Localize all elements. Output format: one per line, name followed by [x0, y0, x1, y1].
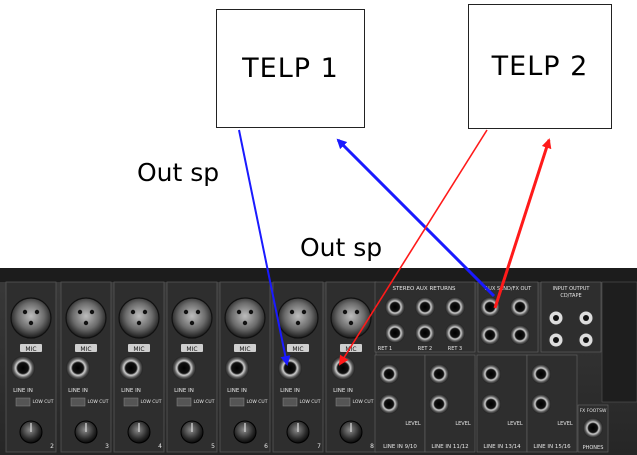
line-jack-icon [531, 364, 551, 384]
arrow-telp2-to-ch8 [338, 129, 488, 366]
telp2-box: TELP 2 [468, 4, 612, 129]
line-in-jack-icon [66, 356, 90, 380]
arrow-aux-to-telp1 [336, 138, 496, 298]
low-cut-label: LOW CUT [33, 399, 54, 405]
low-cut-label: LOW CUT [300, 399, 321, 405]
line-jack-icon [379, 394, 399, 414]
line-in-pair-label: LINE IN 11/12 [431, 444, 468, 450]
xlr-jack-icon [118, 297, 160, 339]
mic-label: MIC [80, 346, 91, 353]
arrow-aux-to-telp2 [493, 138, 552, 309]
line-in-label: LINE IN [174, 388, 194, 394]
level-label: LEVEL [455, 421, 471, 427]
mic-label: MIC [186, 346, 197, 353]
mic-label: MIC [345, 346, 356, 353]
line-jack-icon [481, 394, 501, 414]
channel-number: 8 [370, 443, 374, 450]
line-jack-icon [531, 394, 551, 414]
stereo-aux-returns-label: STEREO AUX RETURNS [392, 286, 456, 292]
xlr-jack-icon [330, 297, 372, 339]
level-label: LEVEL [405, 421, 421, 427]
arrow-telp1-to-ch7 [238, 129, 291, 366]
mic-label: MIC [133, 346, 144, 353]
line-in-pair-label: LINE IN 15/16 [533, 444, 571, 450]
xlr-jack-icon [224, 297, 266, 339]
aux-return-jack-icon [385, 297, 405, 317]
channel-number: 5 [211, 443, 215, 450]
ret3-label: RET 3 [448, 346, 462, 352]
line-jack-icon [429, 364, 449, 384]
xlr-jack-icon [65, 297, 107, 339]
line-in-label: LINE IN [280, 388, 300, 394]
cd-tape-label: CD/TAPE [560, 293, 581, 299]
xlr-jack-icon [10, 297, 52, 339]
telp2-label: TELP 2 [491, 51, 589, 82]
telp1-box: TELP 1 [216, 9, 365, 128]
aux-return-jack-icon [385, 323, 405, 343]
low-cut-label: LOW CUT [353, 399, 374, 405]
channel-number: 4 [158, 443, 162, 450]
line-jack-icon [481, 364, 501, 384]
channel-number: 2 [50, 443, 54, 450]
aux-send-jack-icon [480, 325, 500, 345]
low-cut-label: LOW CUT [194, 399, 215, 405]
mic-label: MIC [25, 346, 36, 353]
line-in-label: LINE IN [121, 388, 141, 394]
mic-label: MIC [292, 346, 303, 353]
aux-send-jack-icon [510, 325, 530, 345]
info-strip [601, 281, 637, 403]
line-in-jack-icon [225, 356, 249, 380]
ret1-label: RET 1 [378, 346, 392, 352]
line-in-jack-icon [172, 356, 196, 380]
channel-number: 7 [317, 443, 321, 450]
aux-return-jack-icon [415, 297, 435, 317]
channel-number: 6 [264, 443, 268, 450]
out-sp-label-mid: Out sp [300, 233, 383, 262]
out-sp-label-left: Out sp [137, 158, 220, 187]
level-label: LEVEL [507, 421, 523, 427]
phones-label: PHONES [583, 445, 604, 451]
mic-label: MIC [239, 346, 250, 353]
aux-return-jack-icon [415, 323, 435, 343]
channel-number: 3 [105, 443, 109, 450]
telp1-label: TELP 1 [242, 53, 339, 84]
ret2-label: RET 2 [418, 346, 432, 352]
line-in-jack-icon [11, 356, 35, 380]
aux-send-label: AUX SEND/FX OUT [485, 286, 532, 292]
line-in-jack-icon [331, 356, 355, 380]
phones-jack-icon [583, 418, 603, 438]
line-jack-icon [429, 394, 449, 414]
line-jack-icon [379, 364, 399, 384]
xlr-jack-icon [171, 297, 213, 339]
line-in-label: LINE IN [333, 388, 353, 394]
line-in-label: LINE IN [227, 388, 247, 394]
low-cut-label: LOW CUT [88, 399, 109, 405]
low-cut-label: LOW CUT [247, 399, 268, 405]
aux-return-jack-icon [445, 297, 465, 317]
aux-send-jack-icon [480, 297, 500, 317]
line-in-label: LINE IN [13, 388, 33, 394]
aux-return-jack-icon [445, 323, 465, 343]
level-label: LEVEL [557, 421, 573, 427]
line-in-jack-icon [119, 356, 143, 380]
input-output-label: INPUT OUTPUT [553, 286, 591, 292]
aux-send-jack-icon [510, 297, 530, 317]
low-cut-label: LOW CUT [141, 399, 162, 405]
fx-footsw-label: FX FOOTSW [580, 408, 607, 414]
line-in-pair-label: LINE IN 13/14 [483, 444, 521, 450]
line-in-label: LINE IN [68, 388, 88, 394]
line-in-pair-label: LINE IN 9/10 [383, 444, 417, 450]
